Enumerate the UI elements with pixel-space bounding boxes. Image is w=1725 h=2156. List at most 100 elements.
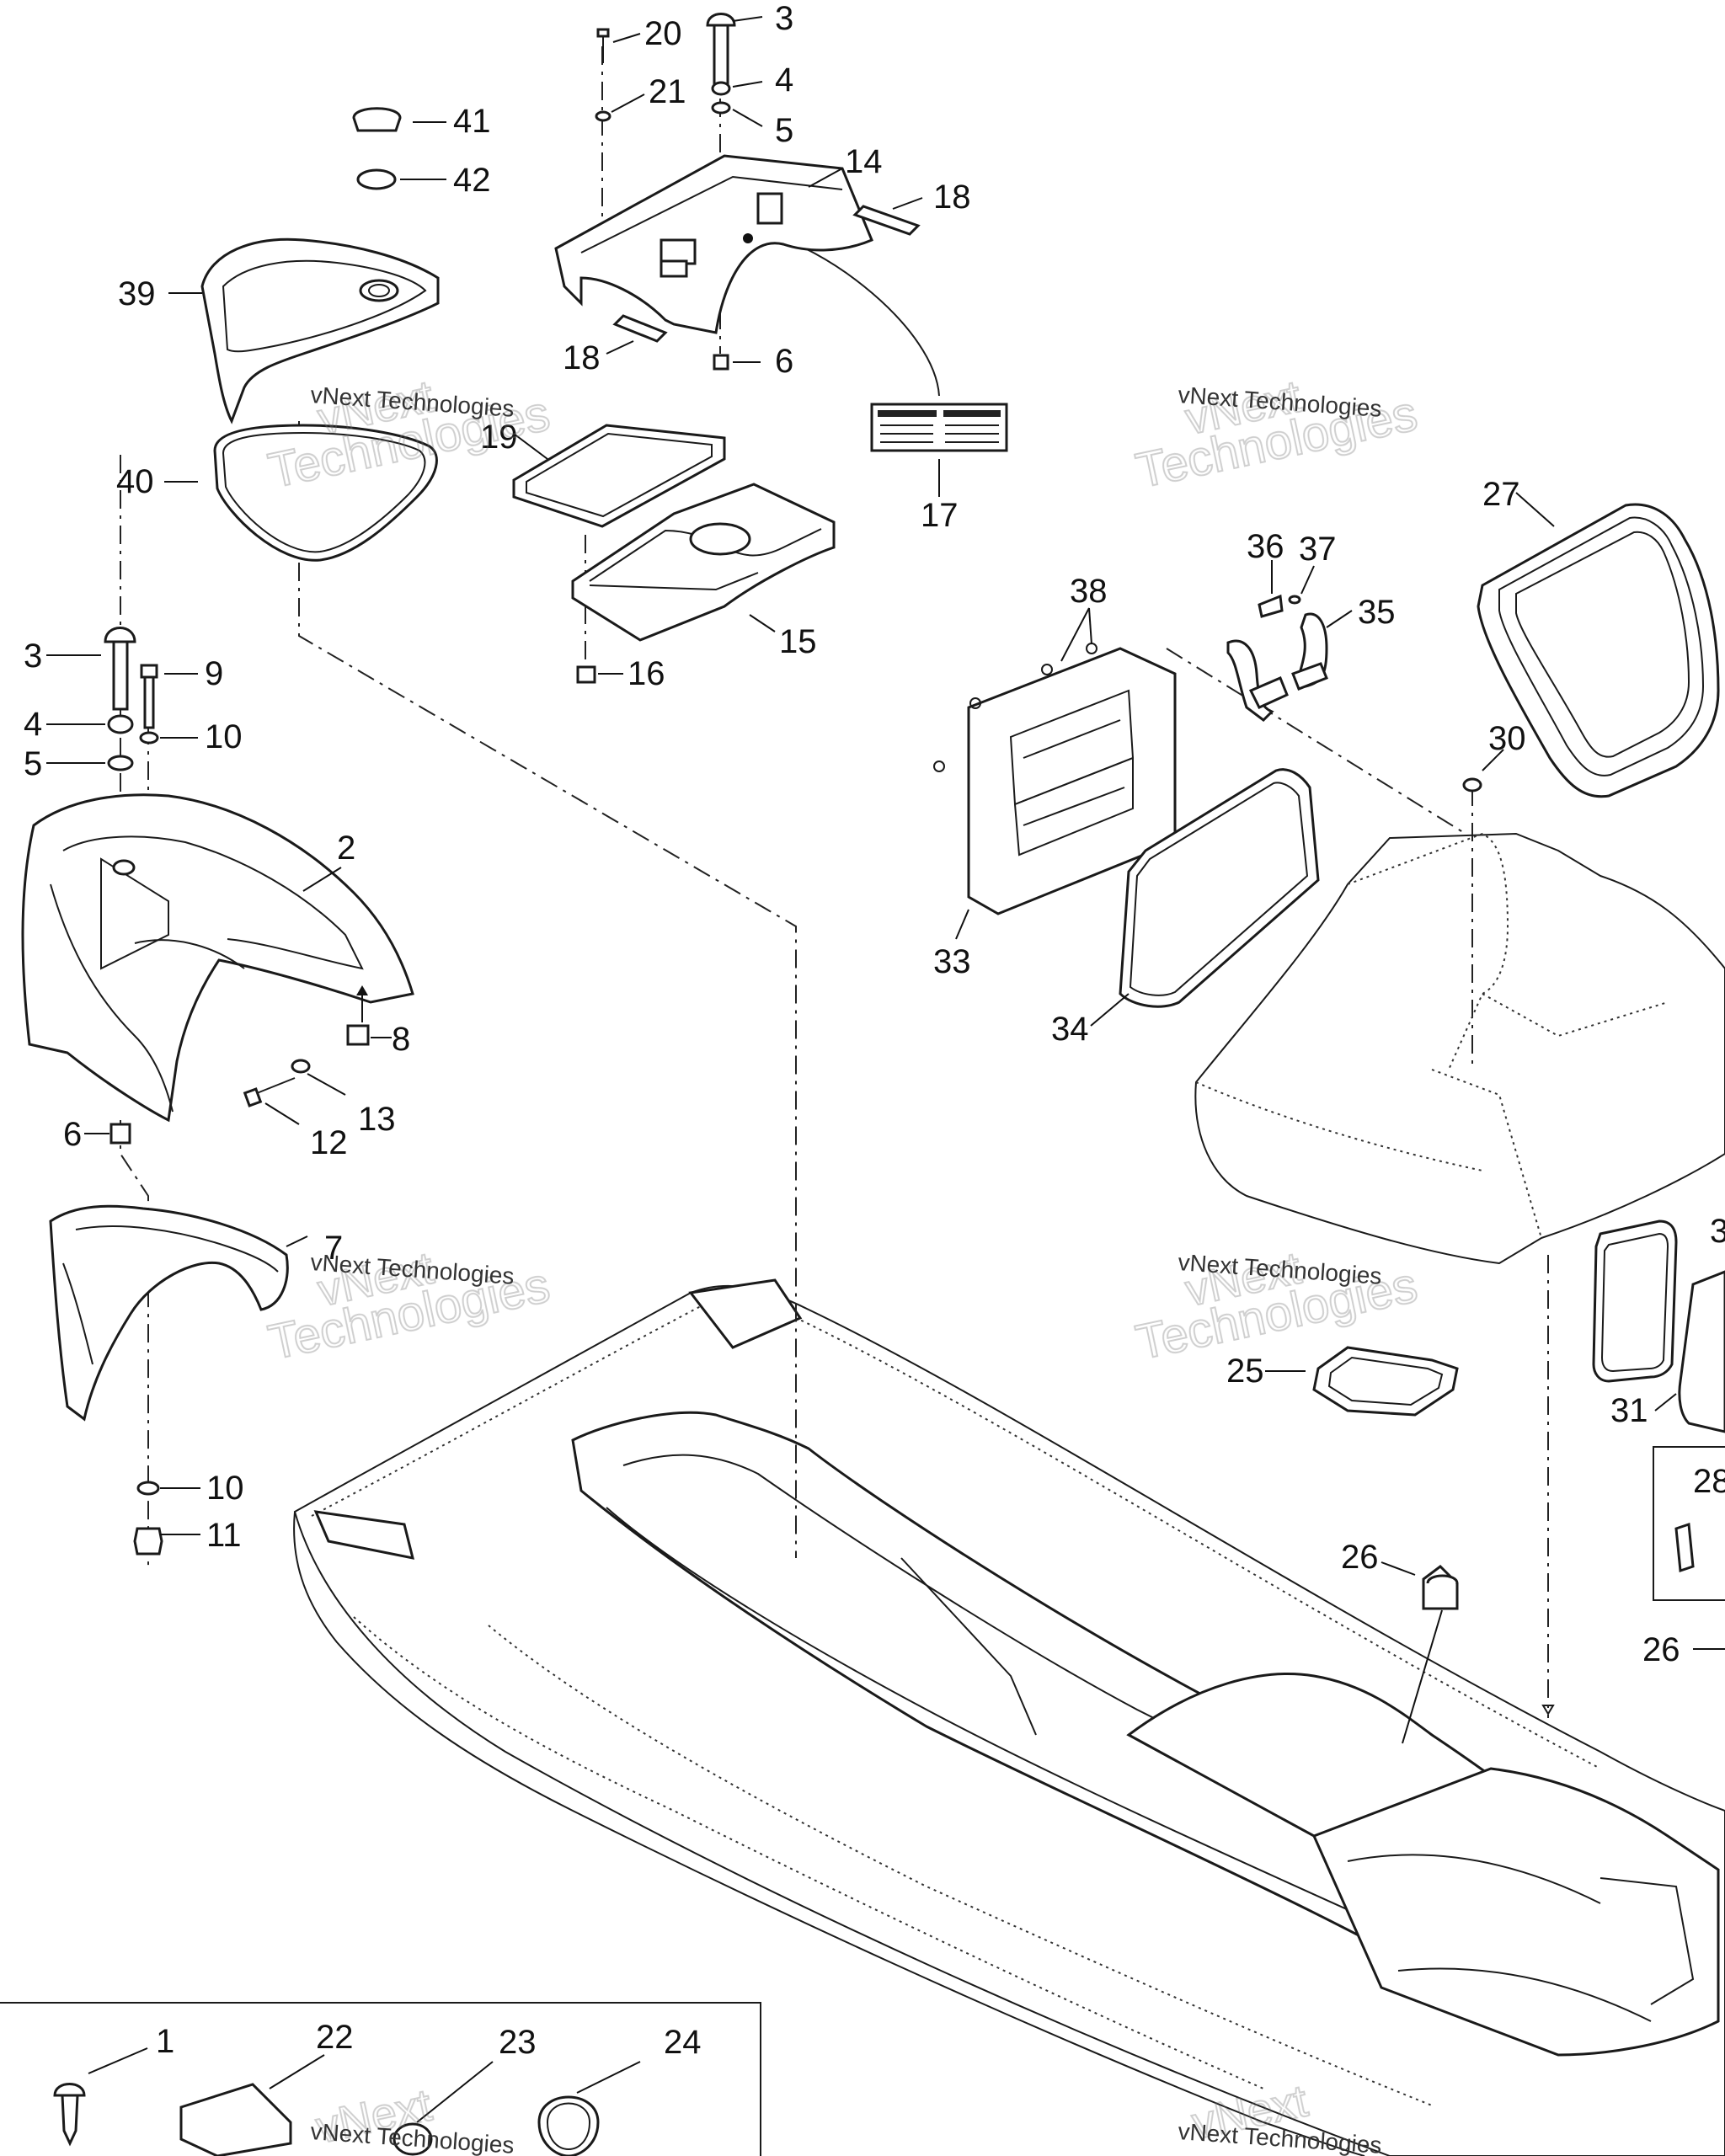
bin-32-icon [1678,1270,1725,1433]
callout-label: 37 [1299,531,1337,568]
seal-40-icon [213,424,438,562]
cap-41-icon [352,107,402,132]
nut-30-icon [1462,777,1482,792]
callout-label: 16 [628,655,665,692]
nut-8-icon [346,1024,370,1046]
screw-38b-icon [1086,643,1097,654]
callout-label: 13 [358,1101,396,1138]
callout-label: 6 [63,1116,82,1153]
callout-label: 3 [1710,1213,1725,1250]
callout-label: 5 [775,112,793,149]
clip-36-icon [1258,594,1284,618]
callout-label: 28 [1693,1463,1725,1500]
callout-label: 27 [1482,476,1520,513]
callout-label: 5 [24,745,42,782]
cover-2-icon [21,793,414,1123]
callout-label: 20 [644,15,682,52]
callout-label: 4 [24,706,42,743]
callout-label: 2 [337,830,355,867]
washer-37-icon [1288,595,1301,605]
callout-label: 26 [1642,1631,1680,1668]
callout-label: 15 [779,623,817,660]
callout-label: 11 [206,1517,242,1554]
callout-label: 1 [156,2023,174,2060]
seal-27-icon [1477,503,1720,798]
watermark-mid-left: vNext Technologies [263,1241,555,1371]
washer-10-lower-icon [136,1481,160,1496]
nut-6-top-icon [713,354,729,371]
callout-label: 38 [1070,573,1108,610]
callout-label: 21 [649,73,686,110]
callout-label: 12 [310,1124,348,1161]
pad-18-top-icon [852,205,921,236]
glovebox-frame-assembly [512,424,836,684]
callout-label: 10 [206,1470,244,1507]
washer-4-left-icon [107,714,134,734]
nut-11-icon [133,1527,163,1556]
washer-5-left-icon [107,755,134,771]
callout-label: 18 [933,179,971,216]
handlebar-pod-assembly [21,627,414,1556]
part-numbers: 20 3 4 21 5 41 42 14 18 39 18 6 19 17 40… [24,0,1725,2061]
bolt-3-icon [706,13,736,86]
callout-label: 17 [921,497,959,534]
screw-38-icon [1041,664,1053,675]
washer-5-icon [711,101,731,115]
callout-label: 33 [933,943,971,980]
callout-label: 18 [563,339,601,376]
nut-16-icon [576,665,596,684]
callout-label: 14 [845,143,883,180]
callout-label: 42 [453,162,491,199]
gasket-34-icon [1119,768,1320,1008]
callout-label: 6 [775,343,793,380]
callout-label: 10 [205,718,243,755]
callout-label: 31 [1610,1392,1648,1429]
clamp-23-icon [393,2122,433,2156]
gasket-25-icon [1312,1346,1459,1417]
callout-label: 23 [499,2024,537,2061]
callout-label: 40 [116,463,154,500]
trim-7-icon [49,1204,289,1422]
cover-plate-assembly [554,13,921,371]
watermarks: vNext Technologies vNext Technologies vN… [263,370,1423,2153]
common-parts-box [0,2002,761,2156]
seal-19-icon [512,424,726,528]
screw-1-icon [53,2083,86,2147]
nut-6-left-icon [109,1123,131,1145]
frame-15-icon [571,483,836,642]
clip-block-icon [756,192,783,225]
callout-label: 35 [1358,594,1396,631]
connector-22-icon [179,2083,292,2156]
callout-label: 3 [24,638,42,675]
callout-label: 8 [392,1021,410,1058]
callout-label: 39 [118,275,156,312]
watermark-top-right: vNext Technologies [1130,370,1423,499]
washer-10-icon [139,731,159,744]
callout-label: 4 [775,61,793,99]
bolt-9-icon [140,664,158,729]
callout-label: 41 [453,103,491,140]
inset-box-28 [1653,1446,1725,1601]
washer-13-icon [291,1059,311,1074]
bolt-20-icon [596,28,610,63]
bolt-3-left-icon [104,627,136,711]
watermark-captions: vNext Technologies vNext Technologies vN… [310,382,1383,2156]
boot-housing-icon [1194,832,1725,1265]
callout-label: 25 [1226,1353,1264,1390]
gasket-42-icon [356,168,397,190]
deck-plate-14-icon [554,154,873,334]
decal-point-icon [743,233,753,243]
pad-18-bottom-icon [612,314,668,343]
callout-label: 22 [316,2019,354,2056]
callout-label: 19 [480,419,518,456]
slot-icon [660,259,688,278]
seal-31-icon [1592,1219,1678,1383]
vent-cover-assembly [933,503,1725,1601]
warning-decal-17 [870,403,1008,452]
strap-35-icon [1226,612,1328,722]
washer-4-icon [711,81,731,96]
bracket-28-icon [1674,1522,1695,1573]
callout-label: 3 [775,0,793,37]
callout-label: 24 [664,2024,702,2061]
hull-deck [293,1278,1725,2156]
